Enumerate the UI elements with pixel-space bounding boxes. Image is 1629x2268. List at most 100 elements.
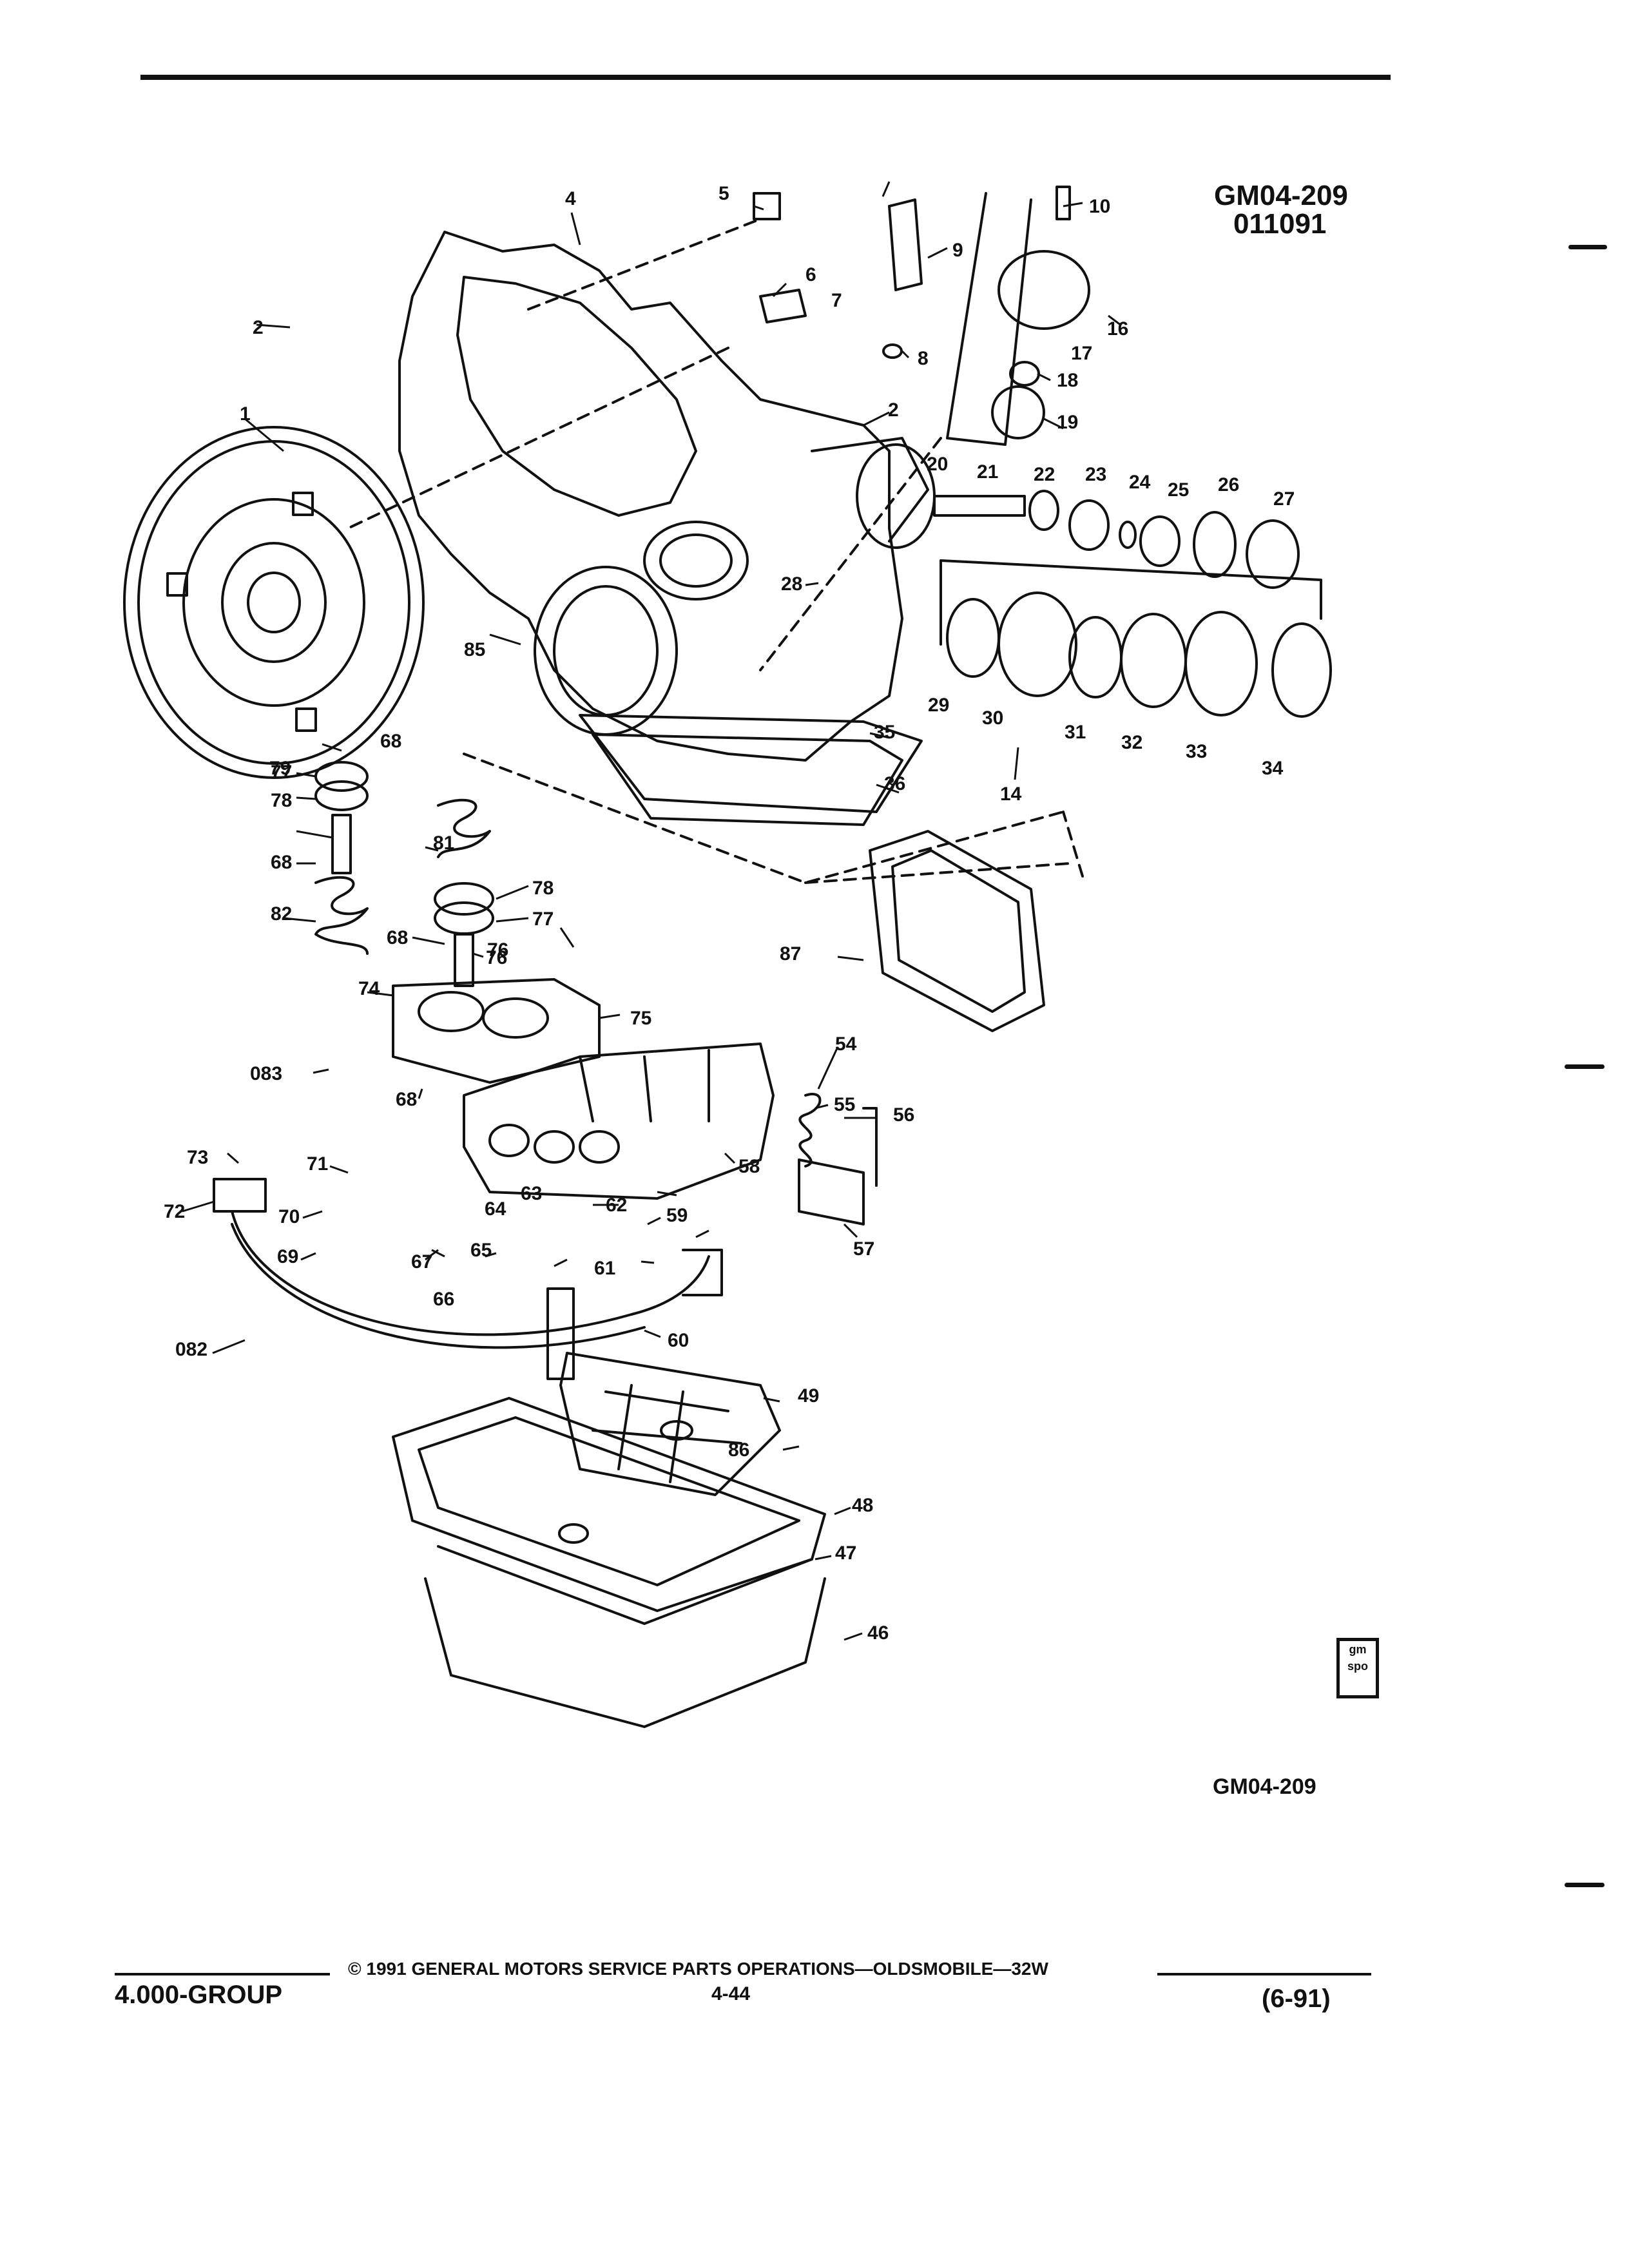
- callout-label: 23: [1085, 464, 1106, 485]
- wiring-harness: [213, 1178, 723, 1349]
- callout-label: 58: [738, 1156, 760, 1177]
- callout-label: 49: [798, 1385, 819, 1407]
- callout-label: 083: [250, 1063, 282, 1084]
- binder-mark: [1568, 245, 1607, 249]
- callout-label: 56: [893, 1104, 914, 1126]
- callout-label: 78: [532, 878, 554, 899]
- callout-label: 69: [277, 1246, 298, 1267]
- callout-label: 35: [874, 722, 895, 743]
- figure-date-code: 011091: [1233, 208, 1327, 240]
- callout-label: 77: [271, 762, 292, 783]
- callout-label: 57: [853, 1238, 874, 1260]
- callout-label: 36: [884, 773, 905, 794]
- footer-date: (6-91): [1262, 1984, 1331, 2013]
- output-shaft-parts: [933, 490, 1332, 718]
- callout-label: 4: [565, 188, 576, 209]
- detent-parts: [798, 1093, 878, 1225]
- oil-pan: [392, 1397, 826, 1728]
- callout-label: 75: [630, 1008, 651, 1029]
- callout-label: 2: [253, 317, 264, 338]
- callout-label: 68: [387, 927, 408, 948]
- callout-label: 59: [666, 1205, 688, 1226]
- callout-label: 70: [278, 1206, 300, 1227]
- callout-labels: 2 2 1 4 5 6 7 8 9 10 14 16 17 18 19 20 2…: [164, 183, 1295, 1644]
- callout-label: 54: [835, 1033, 857, 1055]
- side-gasket: [869, 830, 1045, 1032]
- footer-page-number: 4-44: [711, 1983, 751, 2004]
- callout-label: 61: [594, 1258, 615, 1279]
- callout-label: 31: [1065, 722, 1086, 743]
- top-rule: [140, 75, 1391, 80]
- callout-label: 48: [852, 1495, 873, 1516]
- binder-mark: [1565, 1883, 1605, 1887]
- figure-code: GM04-209: [1214, 180, 1348, 211]
- accumulator-parts: [314, 761, 494, 987]
- accumulator-housing: [392, 978, 601, 1084]
- callout-label: 60: [668, 1330, 689, 1351]
- callout-label: 64: [485, 1198, 506, 1220]
- callout-label: 71: [307, 1153, 328, 1175]
- callout-label: 87: [780, 943, 801, 965]
- callout-label: 5: [718, 183, 729, 204]
- footer-copyright: © 1991 GENERAL MOTORS SERVICE PARTS OPER…: [348, 1959, 1048, 1979]
- callout-label: 47: [835, 1542, 856, 1564]
- callout-label: 8: [918, 348, 929, 369]
- callout-label: 34: [1262, 758, 1284, 779]
- callout-label: 73: [187, 1147, 208, 1168]
- callout-label: 7: [831, 290, 842, 311]
- callout-label: 6: [805, 264, 816, 285]
- callout-label: 66: [433, 1289, 454, 1310]
- callout-label: 1: [240, 403, 251, 425]
- callout-label: 2: [888, 399, 899, 421]
- callout-label: 24: [1129, 472, 1151, 493]
- callout-label: 33: [1186, 741, 1207, 762]
- callout-label: 82: [271, 903, 292, 925]
- callout-label: 16: [1107, 318, 1128, 340]
- callout-label: 63: [521, 1183, 542, 1204]
- callout-label: 28: [781, 573, 802, 595]
- callout-label: 65: [470, 1240, 492, 1261]
- callout-label: 76: [487, 939, 508, 961]
- figure-code-bottom: GM04-209: [1213, 1774, 1316, 1799]
- callout-label: 26: [1218, 474, 1239, 495]
- footer-rule-left: [115, 1973, 330, 1975]
- callout-label: 27: [1273, 488, 1295, 510]
- transmission-case: [398, 231, 936, 762]
- callout-label: 17: [1071, 343, 1092, 364]
- callout-label: 082: [175, 1339, 207, 1360]
- callout-label: 72: [164, 1201, 185, 1222]
- footer-rule-right: [1157, 1973, 1371, 1975]
- leader-lines: [182, 181, 1122, 1641]
- callout-label: 67: [411, 1251, 432, 1273]
- callout-label: 21: [977, 461, 998, 483]
- callout-label: 78: [271, 790, 292, 811]
- footer-group: 4.000-GROUP: [115, 1981, 283, 2009]
- callout-label: 14: [1000, 783, 1022, 805]
- callout-label: 85: [464, 639, 485, 660]
- callout-label: 46: [867, 1622, 889, 1644]
- callout-label: 68: [396, 1089, 417, 1110]
- callout-label: 22: [1034, 464, 1055, 485]
- valve-body: [463, 1043, 775, 1200]
- torque-converter: [123, 426, 425, 779]
- callout-label: 25: [1168, 479, 1189, 501]
- callout-label: 30: [982, 707, 1003, 729]
- binder-mark: [1565, 1064, 1605, 1069]
- callout-label: 68: [271, 852, 292, 873]
- speedometer-parts: [753, 186, 1090, 446]
- callout-label: 18: [1057, 370, 1078, 391]
- callout-label: 79: [269, 758, 291, 779]
- callout-label: 62: [606, 1195, 627, 1216]
- callout-label: 29: [928, 695, 949, 716]
- callout-label: 76: [486, 947, 507, 968]
- alignment-lines: [347, 218, 1084, 884]
- callout-label: 77: [532, 908, 554, 930]
- callout-label: 10: [1089, 196, 1110, 217]
- callout-label: 74: [358, 978, 380, 999]
- callout-label: 81: [433, 832, 454, 854]
- callout-label: 55: [834, 1094, 855, 1115]
- valve-body-gaskets: [579, 714, 923, 826]
- oil-filter: [546, 1287, 781, 1496]
- callout-label: 20: [927, 454, 948, 475]
